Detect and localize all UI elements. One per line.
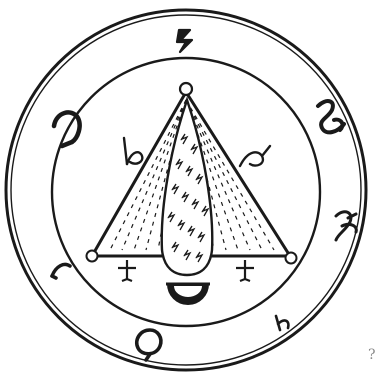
apex-circle [180,83,192,95]
left-inner-glyph [124,138,142,164]
right-corner-circle [286,253,297,264]
left-cross [118,260,136,281]
left-corner-circle [87,251,98,262]
right-band-glyph [336,212,356,240]
corner-mark: ? [368,348,376,362]
bottom-left-band-glyph [137,330,161,360]
left-band-glyph [52,264,70,278]
right-inner-glyph [240,146,270,166]
central-leaf [162,100,213,275]
right-cross [236,260,254,281]
top-band-glyph [177,30,192,52]
bottom-right-band-glyph [276,316,288,330]
bowl-symbol [166,284,210,304]
